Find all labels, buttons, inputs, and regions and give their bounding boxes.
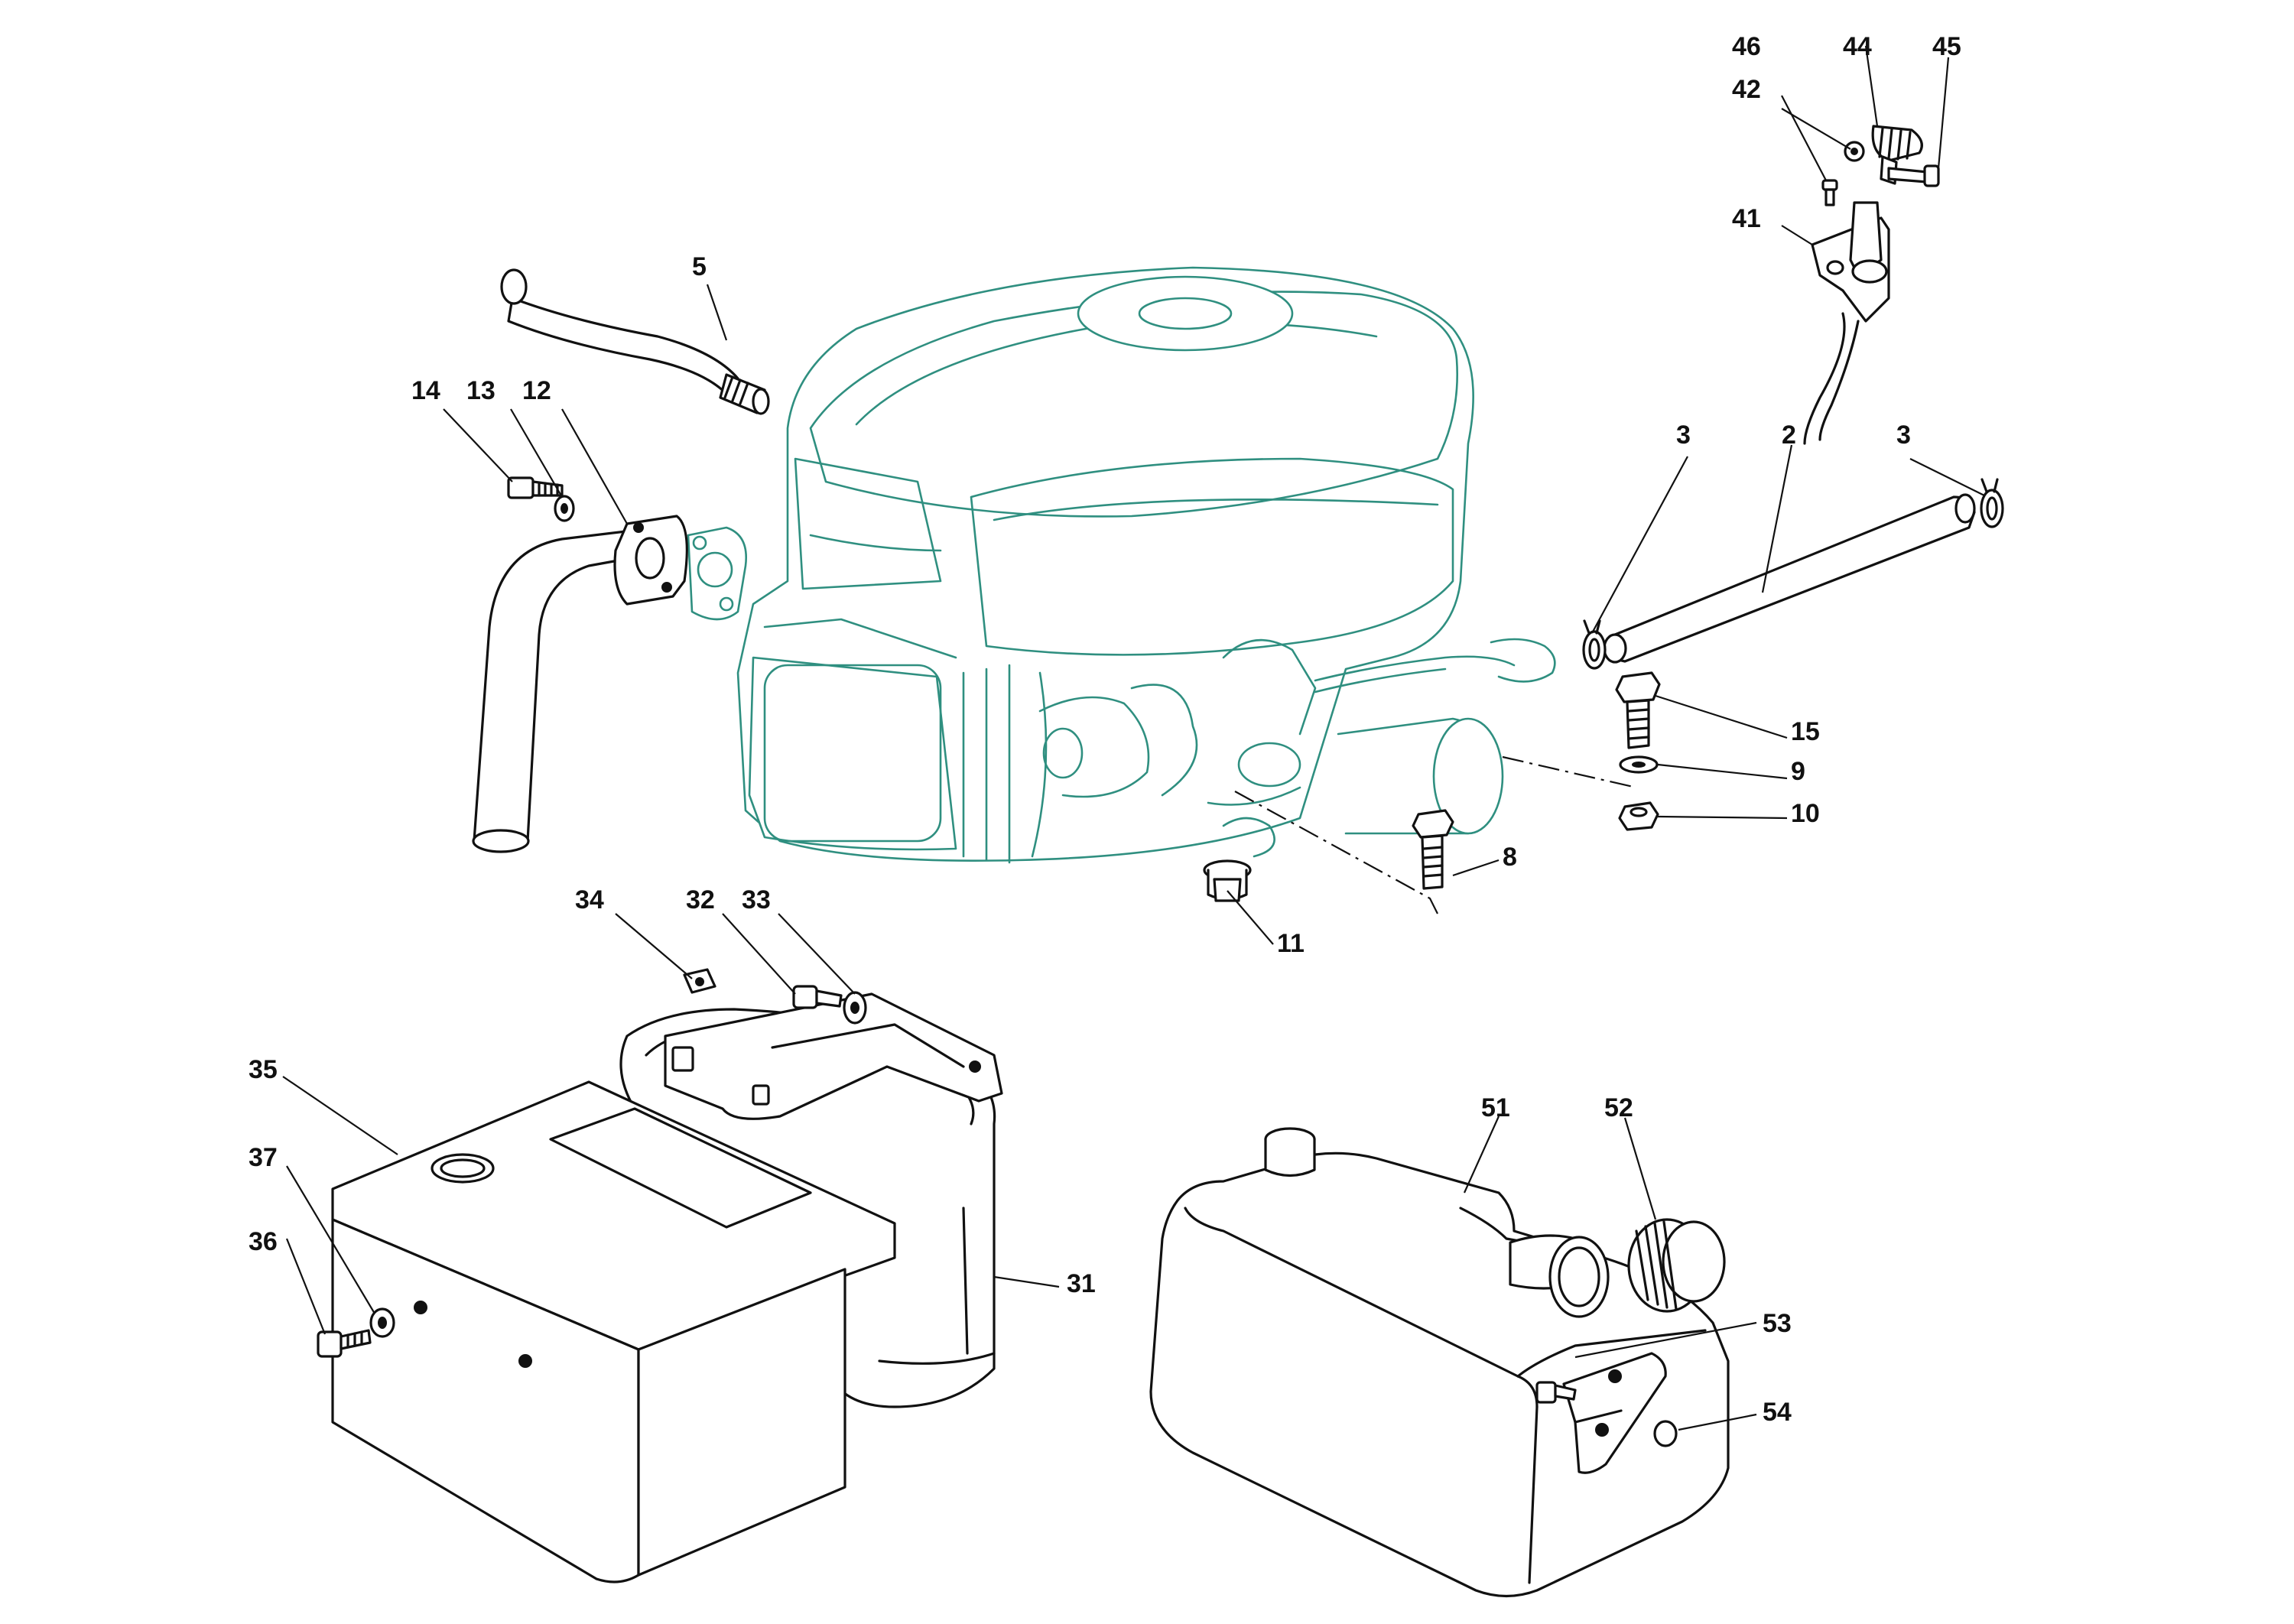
cover-washer — [369, 1307, 395, 1338]
callout-34: 34 — [575, 885, 604, 914]
cover-screw — [317, 1329, 372, 1358]
hose-clamp-left — [1582, 619, 1607, 670]
lock-washer — [1619, 755, 1659, 774]
callout-3-right: 3 — [1896, 421, 1911, 450]
callout-51: 51 — [1481, 1093, 1510, 1122]
flange-bolt — [507, 476, 564, 499]
hex-nut — [1618, 801, 1659, 831]
callout-14: 14 — [411, 376, 440, 405]
callout-3-left: 3 — [1676, 421, 1691, 450]
callout-labels: 46 44 45 42 41 5 14 13 12 3 2 3 15 9 10 … — [249, 32, 1961, 1427]
callout-15: 15 — [1791, 717, 1820, 746]
callout-37: 37 — [249, 1143, 278, 1172]
callout-52: 52 — [1604, 1093, 1633, 1122]
callout-36: 36 — [249, 1227, 278, 1256]
callout-5: 5 — [692, 252, 707, 281]
callout-45: 45 — [1932, 32, 1961, 61]
callout-13: 13 — [466, 376, 496, 405]
battery-cover — [331, 1080, 896, 1583]
callout-42: 42 — [1732, 75, 1761, 104]
fuel-tap — [1490, 638, 1556, 683]
bracket-washer — [843, 991, 867, 1025]
cage-nut — [683, 968, 716, 994]
bracket-screw — [792, 985, 843, 1009]
callout-9: 9 — [1791, 757, 1805, 786]
callout-44: 44 — [1843, 32, 1872, 61]
callout-41: 41 — [1732, 204, 1761, 233]
callout-31: 31 — [1067, 1269, 1096, 1298]
callout-32: 32 — [686, 885, 715, 914]
fuel-tank — [1149, 1127, 1730, 1598]
leader-lines — [282, 45, 1985, 1431]
callout-33: 33 — [742, 885, 771, 914]
muffler-bolt — [1615, 671, 1661, 749]
callout-2: 2 — [1782, 421, 1796, 450]
callout-46: 46 — [1732, 32, 1761, 61]
mounting-bolt — [1412, 809, 1454, 890]
callout-8: 8 — [1503, 843, 1517, 872]
callout-11: 11 — [1277, 929, 1305, 958]
callout-10: 10 — [1791, 799, 1820, 828]
battery-tray — [619, 992, 1003, 1408]
exhaust-pipe — [472, 515, 688, 853]
hose-clamp-right — [1980, 478, 2004, 528]
callout-12: 12 — [522, 376, 551, 405]
callout-35: 35 — [249, 1055, 278, 1084]
engine-assembly — [687, 266, 1516, 864]
fuel-hose — [1603, 493, 1976, 664]
throttle-control — [1803, 125, 1940, 445]
breather-hose — [500, 268, 770, 415]
flange-nut — [1203, 859, 1252, 902]
callout-54: 54 — [1763, 1398, 1792, 1427]
flange-washer — [554, 495, 575, 522]
callout-53: 53 — [1763, 1309, 1792, 1338]
